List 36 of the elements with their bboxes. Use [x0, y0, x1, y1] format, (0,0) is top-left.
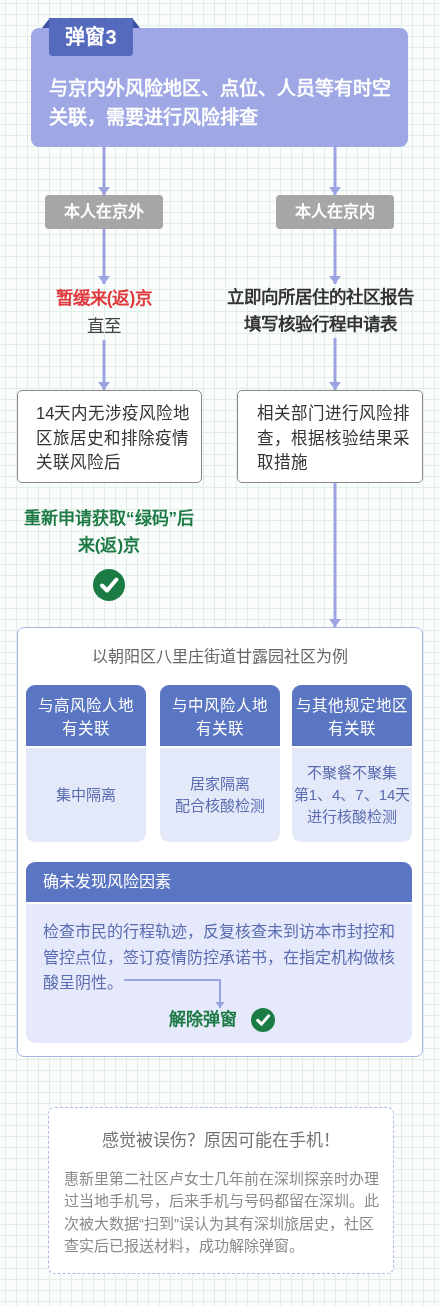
arrow	[98, 229, 110, 284]
info-card	[292, 685, 412, 842]
callout-card	[31, 18, 408, 147]
card-header: 与中风险人地有关联	[160, 685, 280, 748]
card-header: 与高风险人地有关联	[26, 685, 146, 748]
card-text: 不聚餐不聚集 第1、4、7、14天进行核酸检测	[292, 763, 412, 827]
arrow	[329, 229, 341, 284]
arrow	[98, 340, 110, 390]
card-header: 确未发现风险因素	[26, 862, 412, 904]
note-box	[48, 1107, 394, 1274]
card-text: 检查市民的行程轨迹，反复核查未到访本市封控和管控点位，签订疫情防控承诺书，在指定机构做核酸呈阴性。	[43, 919, 398, 996]
info-card	[160, 685, 280, 842]
card-text: 居家隔离 配合核酸检测	[174, 774, 266, 816]
card-header: 与其他规定地区有关联	[292, 685, 412, 748]
instruction-text: 立即向所居住的社区报告填写核验行程申请表	[222, 284, 418, 338]
arrow	[123, 979, 225, 1009]
condition-tag: 本人在京内	[276, 195, 394, 229]
instruction-text: 暂缓来(返)京 直至	[44, 284, 164, 340]
arrow	[98, 147, 110, 195]
arrow	[329, 483, 341, 627]
note-title: 感觉被误伤？原因可能在手机！	[101, 1130, 341, 1152]
arrow	[329, 338, 341, 390]
info-card	[26, 862, 412, 1043]
example-panel	[17, 627, 423, 1057]
subtitle: 以朝阳区八里庄街道甘露园社区为例	[91, 647, 349, 667]
instruction-text: 重新申请获取“绿码”后来(返)京	[23, 508, 195, 557]
card-text: 集中隔离	[55, 785, 117, 805]
arrow	[329, 147, 341, 195]
text-box: 14天内无涉疫风险地区旅居史和排除疫情关联风险后	[17, 390, 202, 483]
result-text: 解除弹窗	[169, 1008, 239, 1032]
card-text: 与京内外风险地区、点位、人员等有时空关联，需要进行风险排查	[49, 76, 392, 130]
text-box: 相关部门进行风险排查，根据核验结果采取措施	[237, 390, 423, 483]
note-text: 惠新里第二社区卢女士几年前在深圳探亲时办理过当地手机号，后来手机与号码都留在深圳。此次被大数据“扫到”误认为其有深圳旅居史，社区查实后已报送材料，成功解除弹窗。	[64, 1169, 380, 1256]
info-card	[26, 685, 146, 842]
condition-tag: 本人在京外	[45, 195, 163, 229]
card-title: 弹窗3	[42, 18, 140, 56]
